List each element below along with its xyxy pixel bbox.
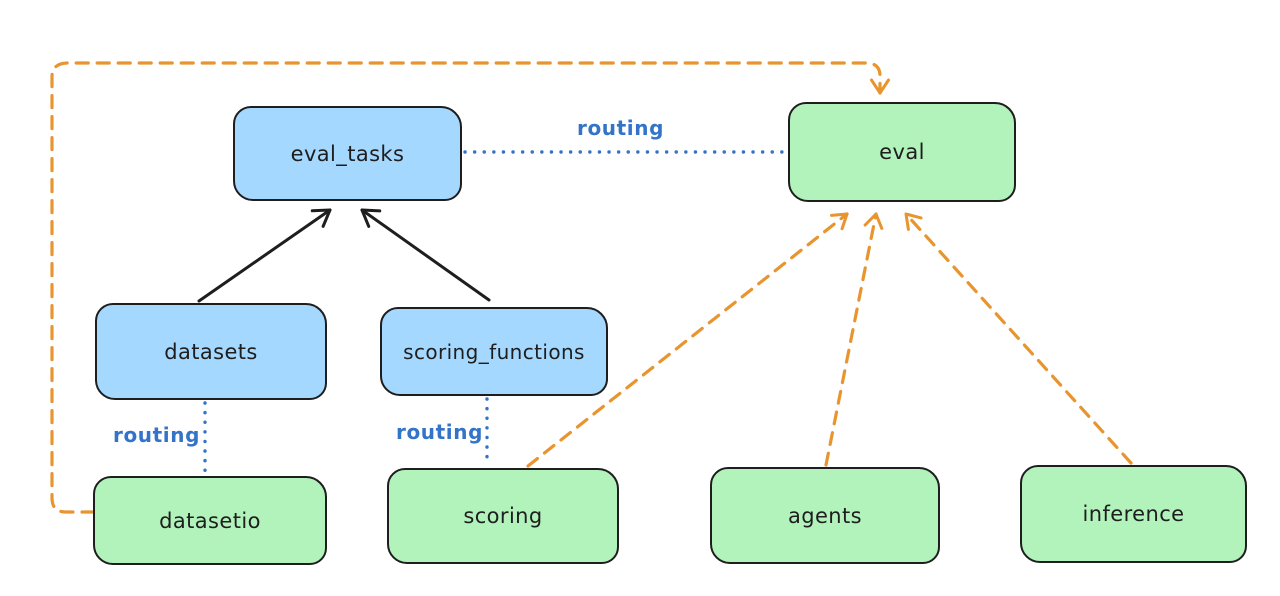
node-inference-label: inference [1082,502,1185,526]
edge-scoring-functions-to-eval-tasks [360,208,491,302]
edge-inference-to-eval [904,212,1133,465]
node-eval-label: eval [879,140,925,164]
node-scoring: scoring [387,468,619,564]
edge-label-routing-scoring: routing [396,420,484,444]
node-datasets: datasets [95,303,327,400]
edge-label-routing-top: routing [577,116,665,140]
edge-datasetio-to-eval [50,61,890,514]
edge-datasets-to-eval-tasks [197,208,332,303]
edge-label-routing-datasets: routing [113,423,201,447]
node-scoring-label: scoring [463,504,543,528]
node-agents-label: agents [787,503,862,528]
node-eval-tasks: eval_tasks [233,106,462,201]
edge-agents-to-eval [824,212,884,467]
node-eval: eval [788,102,1016,202]
node-inference: inference [1020,465,1247,563]
node-scoring-functions: scoring_functions [380,307,608,396]
edge-scoring-to-eval [526,212,849,468]
node-scoring-functions-label: scoring_functions [403,339,585,364]
node-datasetio-label: datasetio [159,508,261,533]
node-agents: agents [710,467,940,564]
node-datasetio: datasetio [93,476,327,565]
node-datasets-label: datasets [164,339,258,364]
node-eval-tasks-label: eval_tasks [290,141,405,166]
